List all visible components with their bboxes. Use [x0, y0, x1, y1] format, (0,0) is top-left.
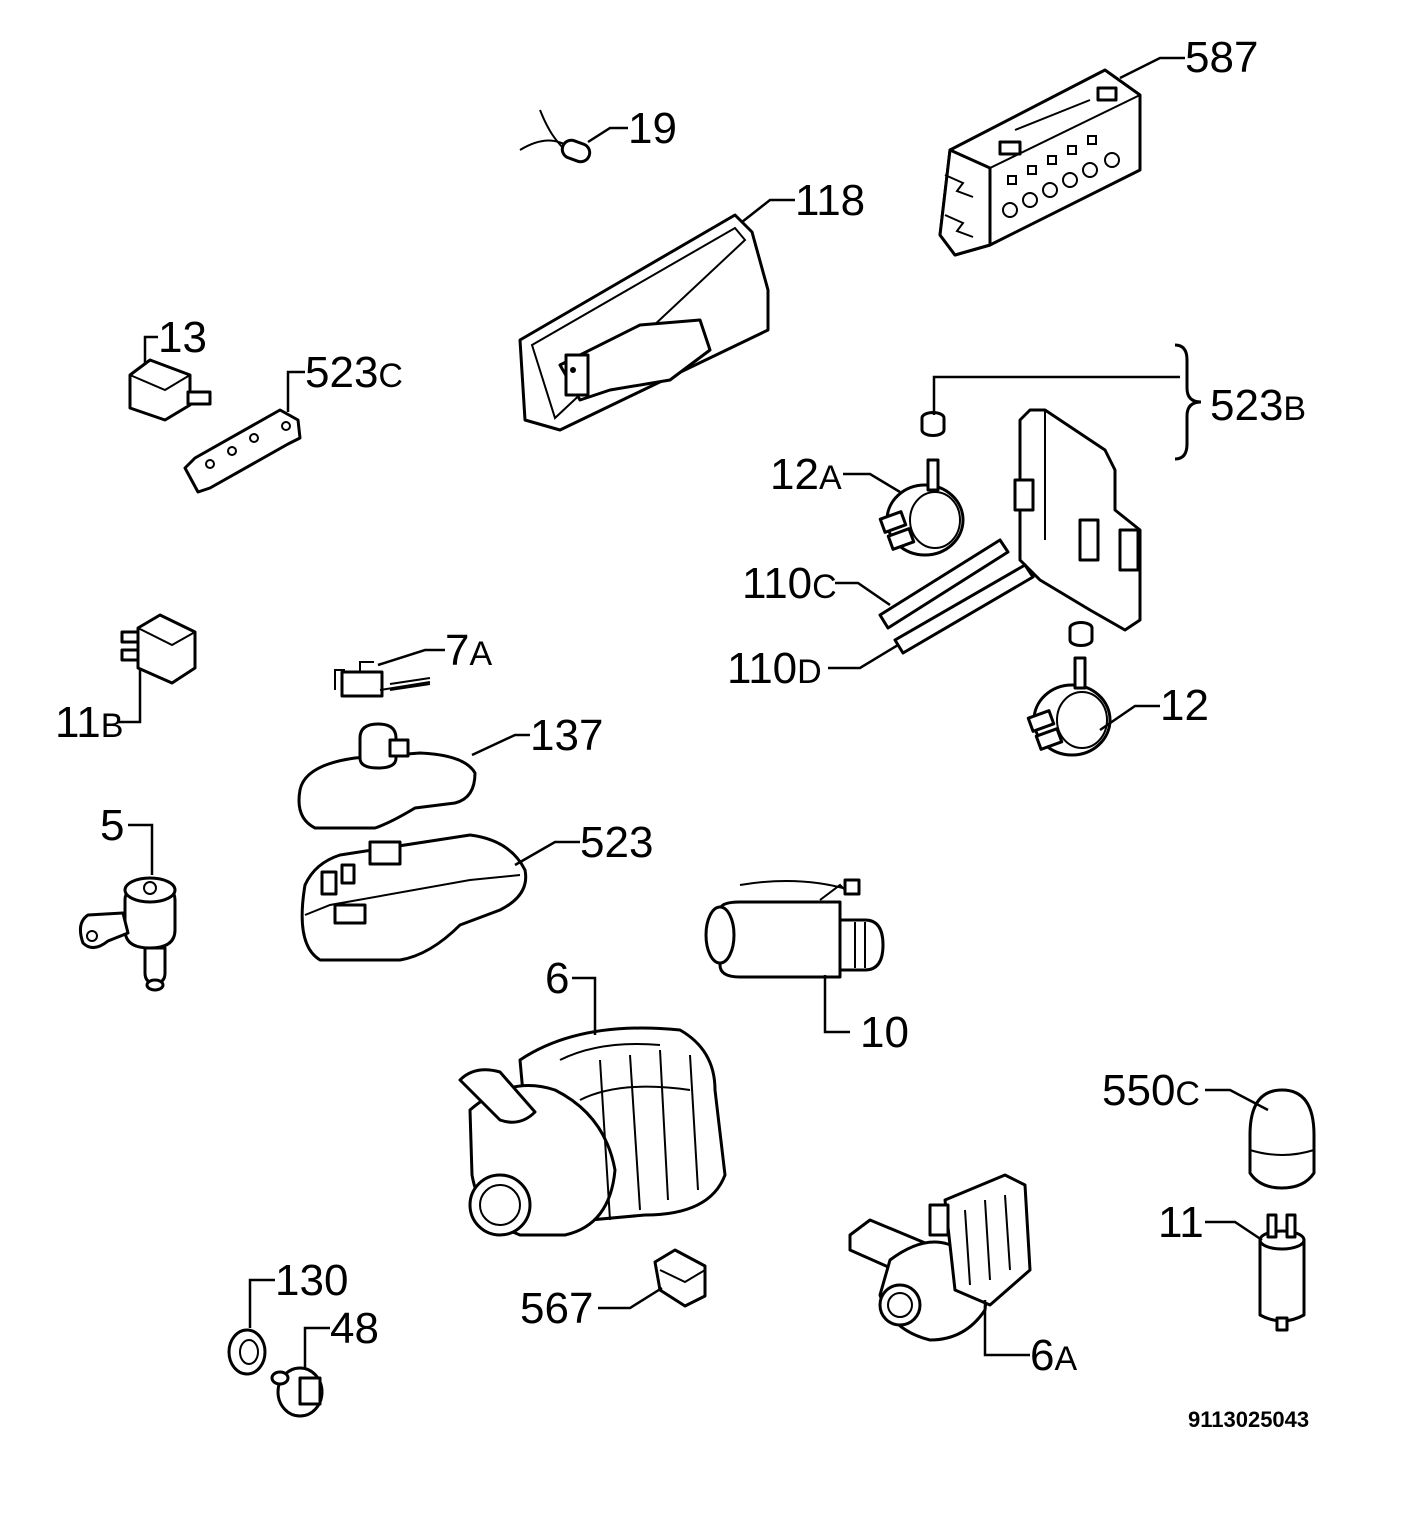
leader-11b: [118, 670, 142, 724]
leader-19: [587, 126, 628, 144]
part-7a-microswitch: [334, 661, 431, 698]
label-12a: 12A: [770, 450, 842, 499]
part-118-detergent-dispenser: [518, 213, 770, 432]
label-6: 6: [545, 954, 569, 1003]
label-5: 5: [100, 801, 124, 850]
leader-110c: [835, 581, 891, 607]
leader-110d: [828, 643, 899, 670]
part-587-control-module: [938, 68, 1142, 257]
part-19-temperature-sensor: [519, 109, 592, 164]
part-6-circulation-pump: [458, 1026, 727, 1237]
part-10-flow-heater: [704, 878, 885, 979]
part-5-inlet-valve: [78, 876, 177, 992]
part-567-connector: [653, 1248, 707, 1308]
leader-6a: [983, 1300, 1030, 1357]
part-12a-pressure-switch: [878, 458, 965, 557]
label-137: 137: [530, 711, 603, 760]
part-11b-relay: [120, 613, 197, 685]
leader-12: [1099, 704, 1160, 732]
part-130-seal-ring: [227, 1328, 267, 1376]
part-110c-hose: [878, 538, 1010, 630]
label-6a: 6A: [1030, 1331, 1077, 1380]
leader-118: [741, 198, 795, 223]
part-523b-pressure-assembly: [1013, 408, 1142, 632]
brace-523b: [1174, 343, 1202, 461]
label-12: 12: [1160, 681, 1209, 730]
label-11b: 11B: [55, 698, 123, 747]
part-12-cap: [1068, 621, 1094, 647]
label-110c: 110C: [742, 559, 837, 608]
leader-6: [572, 976, 597, 1035]
drawing-code: 9113025043: [1188, 1407, 1309, 1432]
label-523c: 523C: [305, 348, 403, 397]
leader-523c: [286, 370, 305, 412]
part-12a-cap: [920, 411, 946, 437]
part-12-pressure-switch: [1026, 656, 1112, 757]
label-13: 13: [158, 313, 207, 362]
part-13-switch: [128, 358, 212, 422]
label-587: 587: [1185, 33, 1258, 82]
part-550c-capacitor-cap: [1248, 1088, 1316, 1190]
label-550c: 550C: [1102, 1066, 1200, 1115]
leader-137: [471, 733, 530, 757]
label-118: 118: [795, 176, 865, 225]
label-523: 523: [580, 818, 653, 867]
label-10: 10: [860, 1008, 909, 1057]
label-130: 130: [275, 1256, 348, 1305]
leader-13: [143, 335, 158, 365]
leader-5: [128, 823, 154, 875]
part-6a-drain-pump: [848, 1173, 1032, 1342]
label-567: 567: [520, 1284, 593, 1333]
label-110d: 110D: [727, 644, 822, 693]
leader-12a: [843, 472, 901, 494]
part-523-sump-housing: [300, 833, 528, 962]
leader-11: [1205, 1220, 1263, 1242]
label-11: 11: [1158, 1198, 1204, 1247]
leader-7a: [377, 648, 445, 667]
label-7a: 7A: [445, 626, 492, 675]
part-110d-hose: [893, 563, 1035, 655]
leader-10: [823, 975, 850, 1034]
label-19: 19: [628, 104, 677, 153]
label-48: 48: [330, 1304, 379, 1353]
part-48-plug: [270, 1366, 324, 1418]
leader-567: [598, 1286, 663, 1310]
leader-523b: [932, 375, 1180, 415]
leader-523: [514, 840, 580, 867]
part-11-capacitor: [1258, 1213, 1306, 1332]
leader-48: [303, 1326, 330, 1368]
leader-130: [248, 1278, 275, 1328]
label-523b: 523B: [1210, 381, 1306, 430]
leader-587: [1119, 56, 1185, 80]
part-137-cover: [297, 722, 477, 830]
leader-550c: [1205, 1088, 1269, 1112]
part-523c-mounting-bracket: [183, 408, 302, 494]
